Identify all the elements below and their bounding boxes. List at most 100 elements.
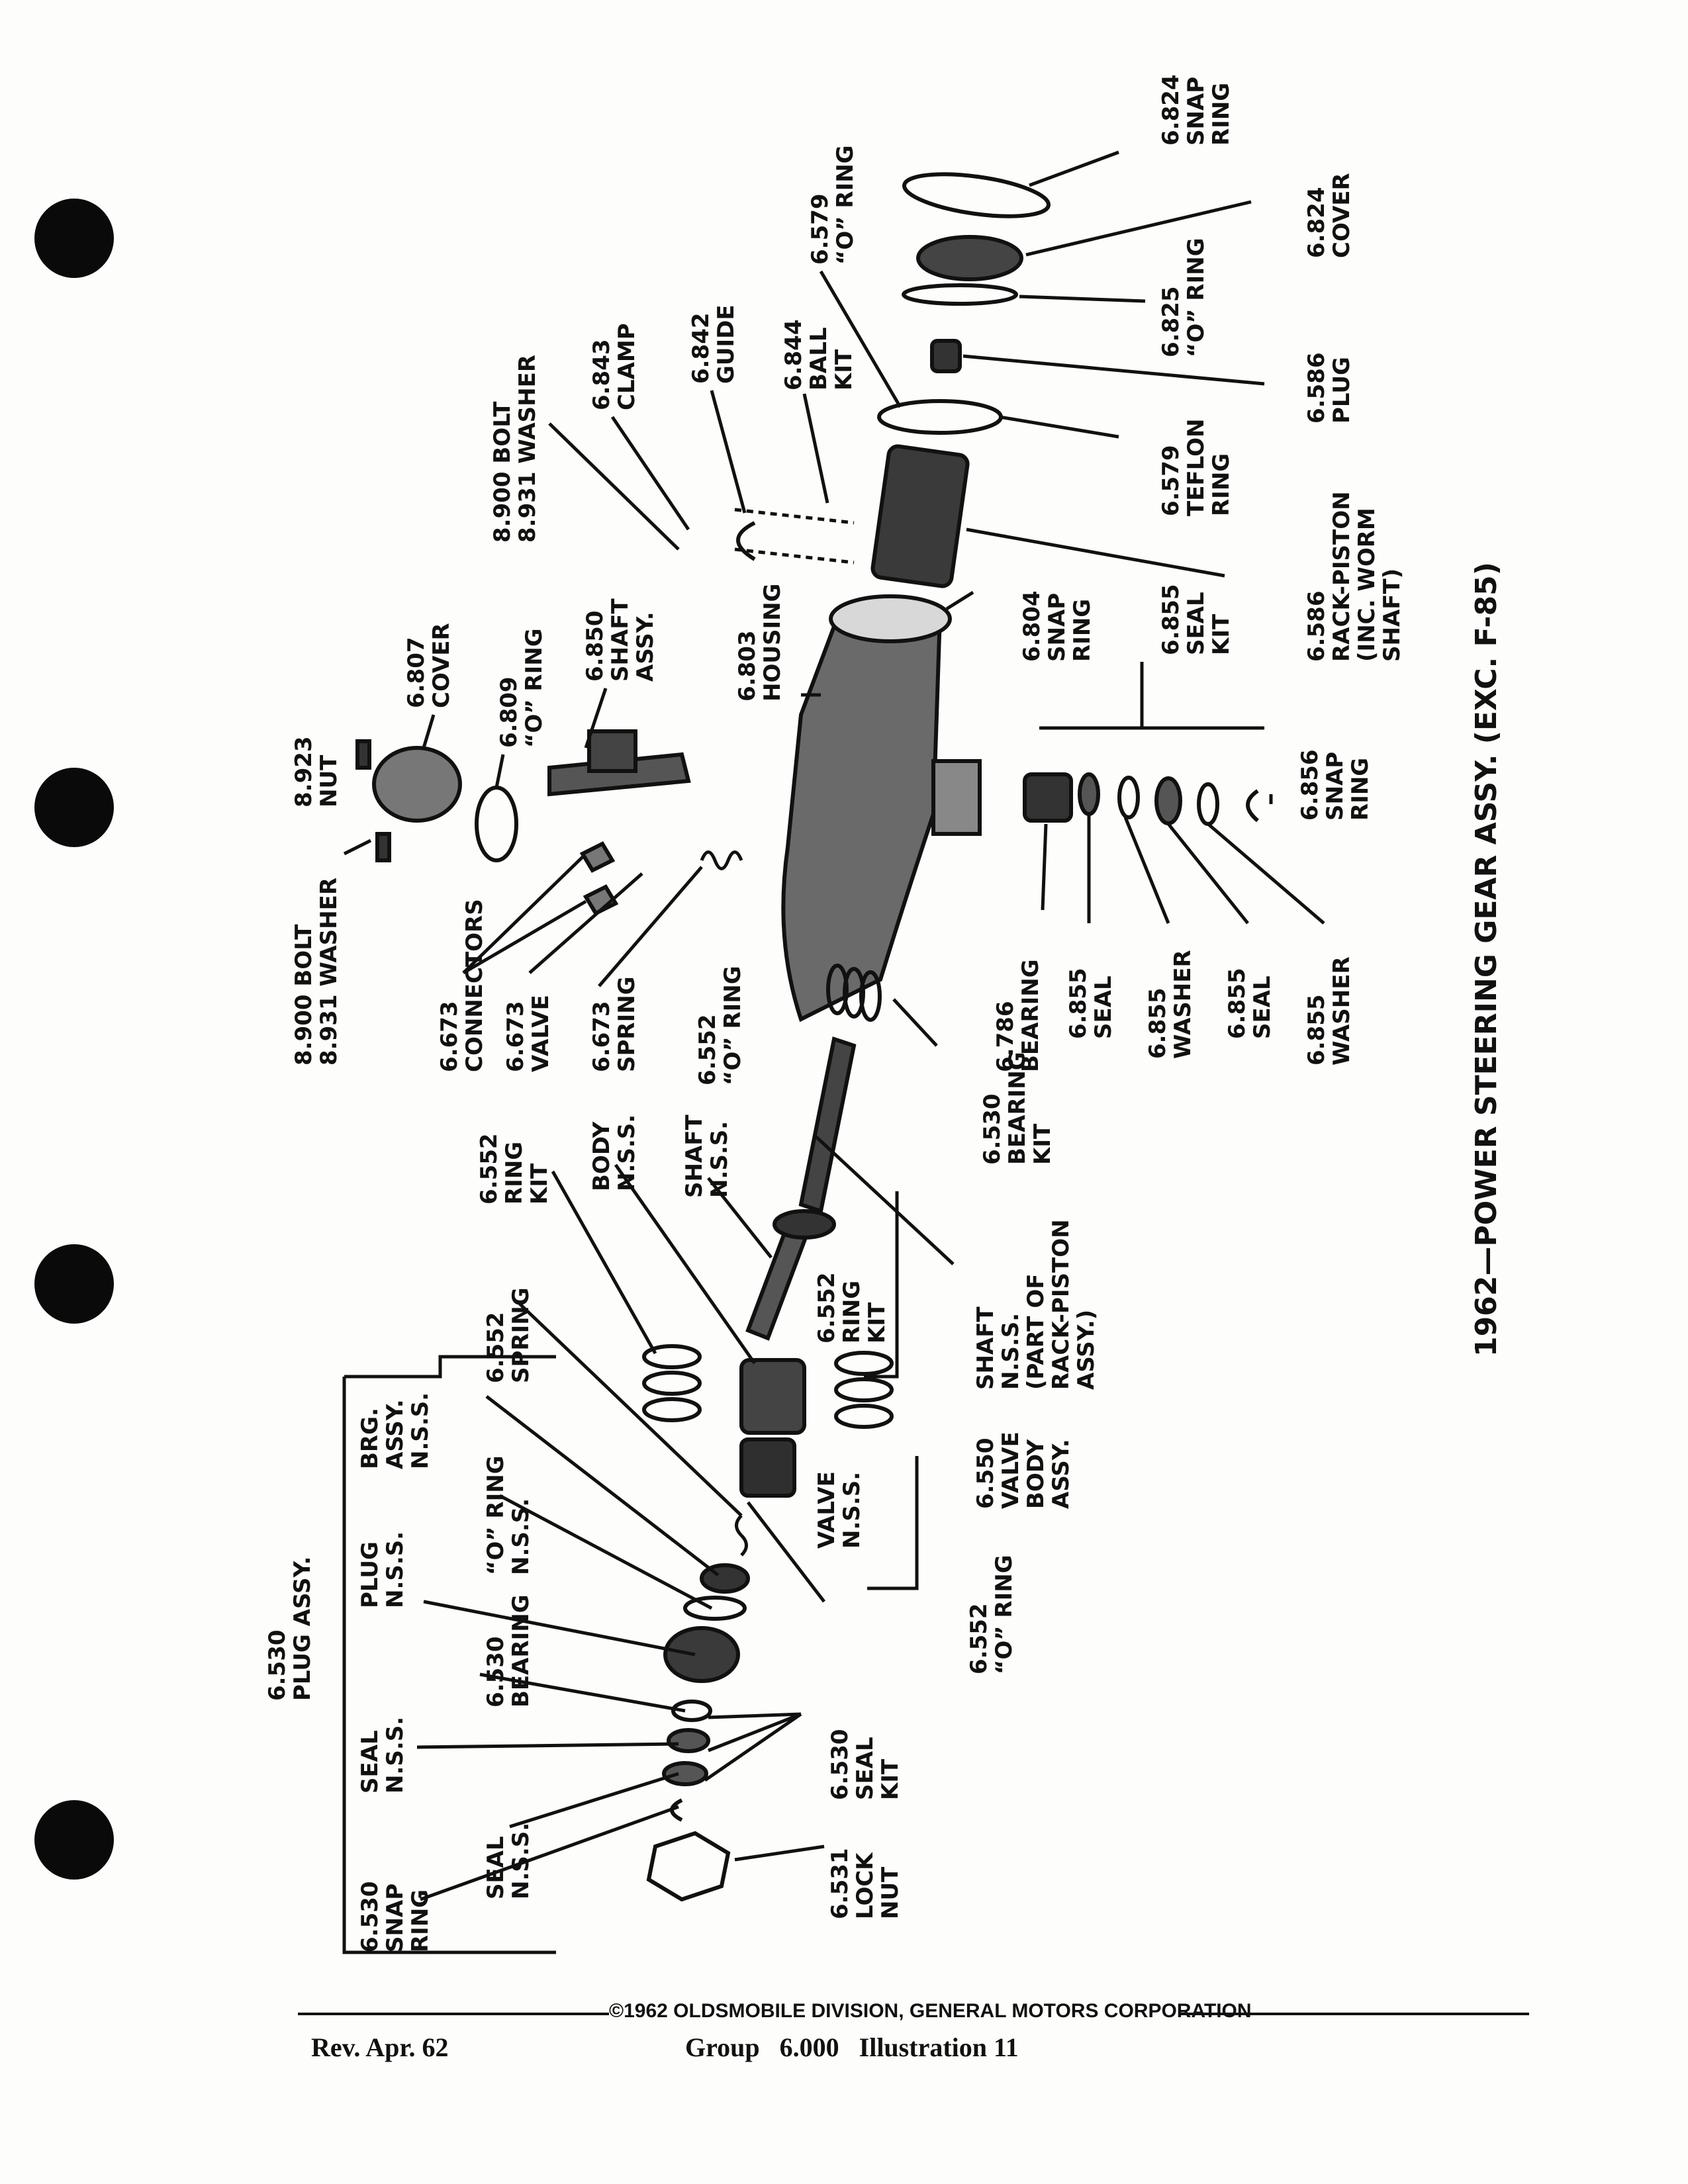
callout-6855-seal-1: 6.855SEAL bbox=[1065, 968, 1117, 1039]
callout-line: KIT bbox=[1208, 614, 1235, 655]
ring-part bbox=[642, 1344, 702, 1369]
callout-line: N.S.S. bbox=[407, 1392, 434, 1469]
callout-seal-nss-2: SEALN.S.S. bbox=[483, 1823, 534, 1899]
washer-part bbox=[1117, 776, 1140, 819]
callout-line: NUT bbox=[877, 1866, 904, 1919]
callout-line: PLUG bbox=[1329, 357, 1355, 424]
callout-line: 6.552 bbox=[476, 1133, 502, 1205]
callout-6552-o-ring-bottom: 6.552“O” RING bbox=[966, 1555, 1017, 1674]
cover-part bbox=[916, 235, 1023, 281]
callout-line: SEAL bbox=[852, 1737, 878, 1800]
callout-valve-nss: VALVEN.S.S. bbox=[814, 1471, 865, 1549]
callout-6586-plug: 6.586PLUG bbox=[1303, 352, 1355, 424]
callout-line: N.S.S. bbox=[998, 1313, 1024, 1390]
callout-line: N.S.S. bbox=[508, 1823, 534, 1899]
callout-line: 6.844 bbox=[780, 319, 807, 390]
shaft-assy-part bbox=[547, 752, 691, 797]
callout-6531-lock-nut: 6.531LOCKNUT bbox=[827, 1848, 904, 1919]
callout-line: GUIDE bbox=[713, 304, 739, 384]
callout-line: “O” RING bbox=[1183, 238, 1209, 357]
ring-part bbox=[834, 1377, 894, 1402]
callout-line: RING bbox=[839, 1281, 865, 1343]
binder-hole bbox=[34, 768, 114, 847]
callout-line: 6.530 bbox=[357, 1881, 383, 1952]
callout-8900-bolt-top: 8.900 BOLT8.931 WASHER bbox=[489, 355, 541, 543]
valve-body-part bbox=[739, 1358, 806, 1435]
callout-line: SNAP bbox=[1322, 752, 1348, 821]
leader-lines bbox=[342, 150, 1325, 1954]
callout-line: BODY bbox=[1023, 1439, 1049, 1509]
callout-line: 6.552 bbox=[483, 1312, 509, 1383]
callout-line: 8.931 WASHER bbox=[514, 355, 541, 543]
callout-line: COVER bbox=[1329, 173, 1355, 258]
callout-line: VALVE bbox=[528, 995, 554, 1072]
ring-part bbox=[834, 1351, 894, 1376]
callout-line: SHAFT bbox=[681, 1115, 708, 1198]
footer-group-illustration: Group 6.000 Illustration 11 bbox=[685, 2032, 1019, 2062]
callout-line: KIT bbox=[831, 349, 857, 390]
callout-line: 8.931 WASHER bbox=[316, 878, 342, 1066]
callout-line: SEAL bbox=[1183, 592, 1209, 655]
callout-line: HOUSING bbox=[759, 584, 786, 702]
callout-line: “O” RING bbox=[483, 1455, 509, 1575]
callout-8900-bolt-left: 8.900 BOLT8.931 WASHER bbox=[291, 878, 342, 1066]
footer-revision: Rev. Apr. 62 bbox=[311, 2032, 449, 2062]
lock-nut-part bbox=[646, 1831, 731, 1902]
callout-line: BRG. bbox=[357, 1408, 383, 1469]
callout-6855-washer-2: 6.855WASHER bbox=[1303, 956, 1355, 1066]
callout-line: SEAL bbox=[357, 1730, 383, 1794]
callout-shaft-nss: SHAFTN.S.S. bbox=[681, 1115, 733, 1198]
callout-line: COVER bbox=[428, 623, 455, 708]
callout-body-nss: BODYN.S.S. bbox=[588, 1115, 640, 1191]
valve-part bbox=[739, 1437, 796, 1498]
callout-6552-o-ring-top: 6.552“O” RING bbox=[694, 966, 746, 1085]
callout-line: PLUG bbox=[357, 1541, 383, 1608]
callout-line: 6.579 bbox=[807, 193, 833, 265]
callout-line: CONNECTORS bbox=[461, 899, 488, 1072]
callout-line: 6.550 bbox=[972, 1437, 999, 1509]
callout-line: 6.824 bbox=[1303, 187, 1330, 258]
callout-line: 6.579 bbox=[1158, 445, 1184, 516]
callout-line: TEFLON bbox=[1183, 419, 1209, 516]
callout-6842-guide: 6.842GUIDE bbox=[688, 304, 739, 384]
ring-part bbox=[642, 1397, 702, 1422]
callout-6673-valve: 6.673VALVE bbox=[502, 995, 554, 1072]
callout-line: ASSY.) bbox=[1073, 1310, 1100, 1390]
callout-line: SNAP bbox=[1183, 77, 1209, 146]
callout-6850-shaft-assy: 6.850SHAFTASSY. bbox=[582, 598, 659, 682]
callout-6843-clamp: 6.843CLAMP bbox=[588, 323, 640, 410]
o-ring-part bbox=[683, 1596, 747, 1621]
callout-line: 6.530 bbox=[827, 1729, 853, 1800]
callout-line: 6.804 bbox=[1019, 590, 1045, 662]
callout-line: 6.807 bbox=[403, 637, 430, 708]
callout-6552-spring: 6.552SPRING bbox=[483, 1287, 534, 1383]
diagram-title: 1962—POWER STEERING GEAR ASSY. (EXC. F-8… bbox=[1470, 562, 1503, 1357]
callout-6825-o-ring: 6.825“O” RING bbox=[1158, 238, 1209, 357]
callout-line: RACK-PISTON bbox=[1048, 1219, 1074, 1390]
callout-seal-nss-1: SEALN.S.S. bbox=[357, 1717, 408, 1794]
side-cover-part bbox=[372, 746, 462, 823]
snap-ring-part bbox=[1246, 789, 1259, 823]
callout-6673-connectors: 6.673CONNECTORS bbox=[436, 899, 488, 1072]
footer-copyright: ©1962 OLDSMOBILE DIVISION, GENERAL MOTOR… bbox=[609, 2000, 1252, 2022]
callout-line: BODY bbox=[588, 1121, 615, 1191]
callout-line: 6.531 bbox=[827, 1848, 853, 1919]
ring-part bbox=[859, 970, 882, 1022]
teflon-ring-part bbox=[877, 399, 1003, 435]
seal-part bbox=[662, 1761, 708, 1786]
callout-line: RING bbox=[501, 1142, 528, 1205]
callout-line: SNAP bbox=[382, 1884, 408, 1952]
callout-line: BALL bbox=[806, 327, 832, 390]
callout-6530-bearing-kit: 6.530BEARINGKIT bbox=[979, 1052, 1056, 1165]
callout-line: 6.552 bbox=[694, 1014, 721, 1085]
callout-line: 6.586 bbox=[1303, 590, 1330, 662]
callout-line: BEARING bbox=[508, 1594, 534, 1707]
callout-line: 6.856 bbox=[1297, 749, 1323, 821]
bolt-part bbox=[375, 832, 391, 862]
callout-line: N.S.S. bbox=[614, 1115, 640, 1191]
rack-piston-part bbox=[870, 444, 970, 588]
callout-6824-snap-ring: 6.824SNAPRING bbox=[1158, 74, 1235, 146]
callout-line: SHAFT bbox=[607, 598, 633, 682]
callout-line: (INC. WORM bbox=[1354, 508, 1380, 662]
callout-line: VALVE bbox=[998, 1432, 1024, 1509]
